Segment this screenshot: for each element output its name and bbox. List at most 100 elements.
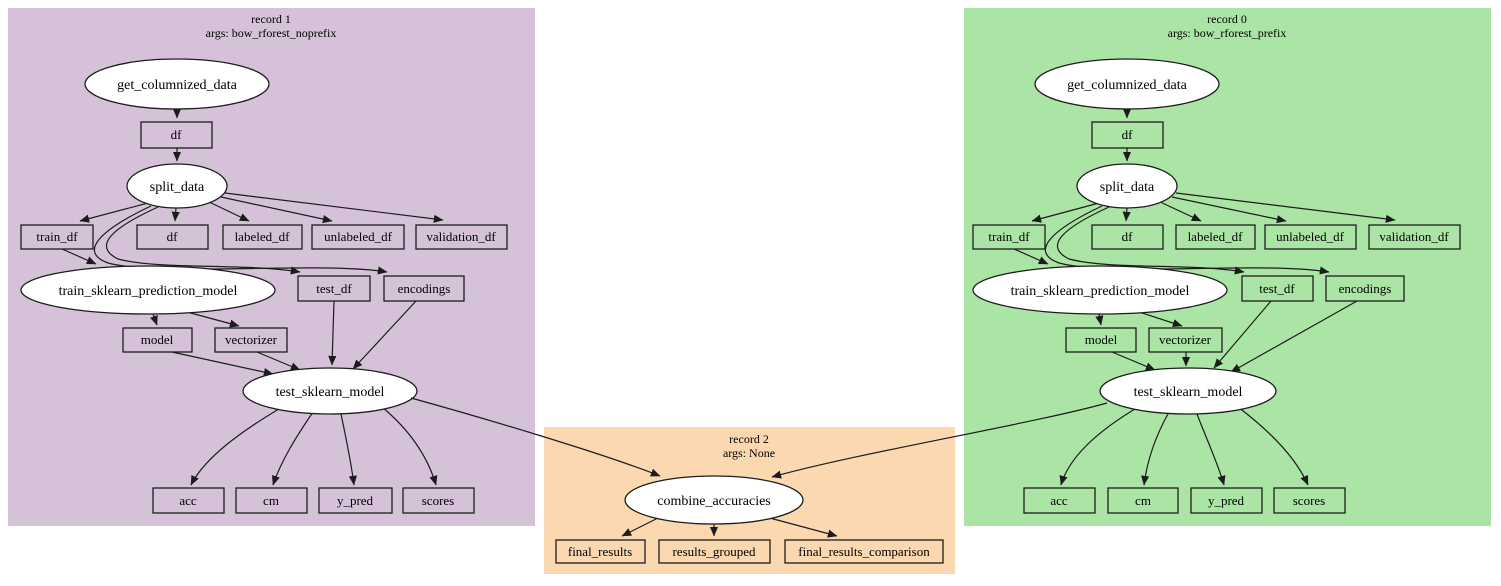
cluster-record-2-title: record 2	[729, 432, 769, 446]
edge-combine-accuracies-to-final-results-comparison	[765, 516, 838, 538]
cluster-record-1: record 1 args: bow_rforest_noprefix	[8, 8, 535, 526]
node-label: acc	[179, 493, 197, 508]
edge-split-data-to-train-df	[79, 202, 149, 223]
node-acc-r0: acc	[1023, 487, 1096, 514]
node-encodings-r0: encodings	[1325, 275, 1405, 302]
node-label: encodings	[398, 281, 451, 296]
node-final-results-comparison-r2: final_results_comparison	[784, 539, 944, 564]
node-scores-r0: scores	[1273, 487, 1346, 514]
cluster-record-0-title: record 0	[1207, 12, 1247, 26]
edge-test-df-to-test-model	[328, 300, 337, 366]
node-cm-r1: cm	[235, 487, 308, 514]
edge-split-data-to-unlabeled-df	[220, 196, 333, 224]
edge-test-model-to-cm	[272, 411, 314, 486]
edge-train-model-to-vectorizer	[186, 311, 240, 328]
edge-split-data-to-df	[1122, 207, 1131, 222]
edge-split-data-to-validation-df	[224, 192, 444, 223]
edge-encodings-to-test-model	[352, 300, 417, 370]
node-cm-r0: cm	[1107, 487, 1179, 514]
node-vectorizer-r0: vectorizer	[1148, 327, 1223, 353]
node-label: test_sklearn_model	[1134, 385, 1243, 400]
edge-test-model-to-y-pred	[340, 413, 357, 486]
node-label: validation_df	[1379, 229, 1449, 244]
node-df-out-r0: df	[1091, 121, 1164, 149]
edge-split-data-to-test-df	[105, 206, 301, 275]
node-label: train_sklearn_prediction_model	[1011, 284, 1190, 299]
node-label: model	[141, 332, 174, 347]
node-scores-r1: scores	[402, 487, 475, 514]
node-labeled-df-r0: labeled_df	[1175, 224, 1256, 250]
edge-train-model-to-vectorizer	[1138, 311, 1183, 328]
node-validation-df-r0: validation_df	[1368, 224, 1461, 250]
node-vectorizer-r1: vectorizer	[214, 327, 288, 353]
node-train-sklearn-prediction-model-r0: train_sklearn_prediction_model	[972, 265, 1228, 315]
edge-train-df-to-train-model	[61, 248, 97, 265]
node-label: acc	[1050, 493, 1068, 508]
edge-split-data-to-labeled-df	[1157, 200, 1202, 222]
edge-split-data-to-train-df	[1031, 202, 1100, 223]
edge-combine-accuracies-to-final-results	[621, 516, 661, 537]
node-label: get_columnized_data	[1067, 78, 1188, 93]
node-model-r1: model	[122, 327, 193, 353]
edge-test-model-to-scores	[381, 406, 438, 486]
edges-record-2	[410, 397, 1108, 538]
edge-test-model-r0-to-combine-accuracies	[771, 402, 1108, 479]
node-get-columnized-data-r0: get_columnized_data	[1034, 58, 1220, 110]
node-df-r0: df	[1091, 224, 1164, 250]
edge-split-data-to-test-df	[1056, 206, 1245, 275]
node-label: df	[167, 229, 179, 244]
edge-encodings-to-test-model	[1230, 300, 1358, 373]
node-label: df	[171, 127, 183, 142]
edge-test-df-to-test-model	[1213, 300, 1272, 369]
edge-model-to-test-model	[171, 351, 274, 377]
node-validation-df-r1: validation_df	[415, 224, 508, 250]
edge-model-to-test-model	[1111, 351, 1156, 371]
node-label: test_sklearn_model	[276, 385, 385, 400]
cluster-record-2-args: args: None	[723, 446, 775, 460]
node-unlabeled-df-r1: unlabeled_df	[311, 224, 405, 250]
node-label: train_df	[36, 229, 78, 244]
node-label: split_data	[1100, 180, 1155, 195]
edge-vectorizer-to-test-model	[256, 351, 301, 371]
edge-train-df-to-train-model	[1013, 248, 1049, 265]
node-train-df-r0: train_df	[972, 224, 1046, 250]
edges-record-1	[61, 108, 444, 486]
node-label: unlabeled_df	[324, 229, 393, 244]
node-y-pred-r1: y_pred	[318, 487, 393, 514]
node-label: df	[1122, 127, 1134, 142]
node-split-data-r1: split_data	[126, 163, 228, 209]
node-test-df-r1: test_df	[297, 275, 371, 302]
node-label: scores	[422, 493, 455, 508]
edges-record-0	[1013, 108, 1396, 486]
edge-train-model-to-model	[150, 313, 158, 326]
node-label: combine_accuracies	[657, 494, 771, 509]
node-label: cm	[263, 493, 279, 508]
node-split-data-r0: split_data	[1076, 163, 1178, 209]
edge-train-model-to-model	[1095, 313, 1104, 326]
node-label: train_df	[988, 229, 1030, 244]
cluster-record-0: record 0 args: bow_rforest_prefix	[964, 8, 1491, 526]
node-y-pred-r0: y_pred	[1190, 487, 1263, 514]
node-final-results-r2: final_results	[555, 539, 646, 564]
cluster-record-2: record 2 args: None combine_accuracies f…	[410, 397, 1108, 574]
node-df-out-r1: df	[140, 121, 213, 149]
node-label: get_columnized_data	[117, 78, 238, 93]
edge-split-data-to-df	[171, 207, 180, 222]
node-acc-r1: acc	[152, 487, 225, 514]
node-label: test_df	[1259, 281, 1295, 296]
node-label: unlabeled_df	[1276, 229, 1345, 244]
edge-test-model-to-scores	[1237, 406, 1309, 486]
node-label: encodings	[1339, 281, 1392, 296]
node-train-df-r1: train_df	[20, 224, 94, 250]
edge-split-data-to-unlabeled-df	[1171, 196, 1287, 224]
node-label: cm	[1135, 493, 1151, 508]
node-encodings-r1: encodings	[383, 275, 465, 302]
node-label: labeled_df	[1188, 229, 1244, 244]
node-label: split_data	[150, 180, 205, 195]
node-label: vectorizer	[1159, 332, 1212, 347]
edge-test-model-r1-to-combine-accuracies	[410, 397, 661, 477]
node-labeled-df-r1: labeled_df	[222, 224, 303, 250]
node-unlabeled-df-r0: unlabeled_df	[1264, 224, 1357, 250]
node-label: labeled_df	[235, 229, 291, 244]
